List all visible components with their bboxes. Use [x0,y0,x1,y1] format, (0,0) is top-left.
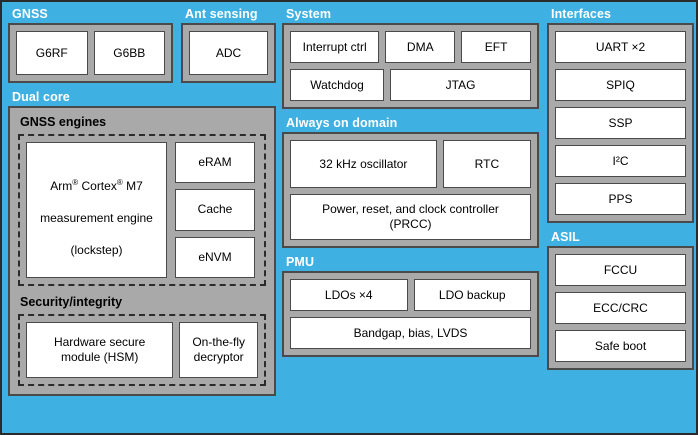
block-uart-x2[interactable]: UART ×2 [555,31,686,63]
section-title-interfaces: Interfaces [551,7,612,21]
block-dma[interactable]: DMA [385,31,456,63]
security-row: Hardware secure module (HSM) On-the-fly … [26,322,258,378]
block-ecc-crc[interactable]: ECC/CRC [555,292,686,324]
block-cortex-m7-measurement-engine[interactable]: Arm® Cortex® M7 measurement engine (lock… [26,142,167,278]
system-row-1: Interrupt ctrl DMA EFT [290,31,531,63]
ant-row: ADC [189,31,268,75]
subgroup-title-security-integrity: Security/integrity [20,295,123,309]
block-jtag[interactable]: JTAG [390,69,531,101]
block-g6rf[interactable]: G6RF [16,31,88,75]
block-interrupt-ctrl[interactable]: Interrupt ctrl [290,31,380,63]
section-title-dual-core: Dual core [12,90,70,104]
block-eft[interactable]: EFT [461,31,531,63]
block-32khz-oscillator[interactable]: 32 kHz oscillator [290,140,437,188]
block-power-reset-clock-controller[interactable]: Power, reset, and clock controller (PRCC… [290,194,531,240]
middle-column: System Interrupt ctrl DMA EFT Watchdog J… [282,6,539,430]
panel-ant-sensing: ADC [181,23,276,83]
block-hardware-secure-module[interactable]: Hardware secure module (HSM) [26,322,174,378]
block-cache[interactable]: Cache [175,189,255,231]
panel-interfaces: UART ×2 SPIQ SSP I²C PPS [547,23,694,223]
section-title-asil: ASIL [551,230,580,244]
section-dual-core: Dual core GNSS engines Arm® Cortex® M7 m… [8,89,276,396]
block-envm[interactable]: eNVM [175,236,255,278]
section-title-ant-sensing: Ant sensing [185,7,258,21]
subgroup-title-gnss-engines: GNSS engines [20,115,107,129]
block-on-the-fly-decryptor[interactable]: On-the-fly decryptor [179,322,258,378]
block-g6bb[interactable]: G6BB [93,31,165,75]
block-bandgap-bias-lvds[interactable]: Bandgap, bias, LVDS [290,317,531,349]
block-ssp[interactable]: SSP [555,107,686,139]
section-title-gnss: GNSS [12,7,48,21]
registered-mark-1: ® [72,178,79,187]
aod-row-2: Power, reset, and clock controller (PRCC… [290,194,531,240]
block-watchdog[interactable]: Watchdog [290,69,385,101]
block-ldo-backup[interactable]: LDO backup [413,279,531,311]
block-adc[interactable]: ADC [189,31,268,75]
block-spiq[interactable]: SPIQ [555,69,686,101]
gnss-row: G6RF G6BB [16,31,165,75]
panel-dual-core: GNSS engines Arm® Cortex® M7 measurement… [8,106,276,396]
section-title-system: System [286,7,332,21]
section-pmu: PMU LDOs ×4 LDO backup Bandgap, bias, LV… [282,254,539,357]
section-title-always-on-domain: Always on domain [286,116,398,130]
block-fccu[interactable]: FCCU [555,254,686,286]
section-system: System Interrupt ctrl DMA EFT Watchdog J… [282,6,539,109]
panel-system: Interrupt ctrl DMA EFT Watchdog JTAG [282,23,539,109]
system-row-2: Watchdog JTAG [290,69,531,101]
section-always-on-domain: Always on domain 32 kHz oscillator RTC P… [282,115,539,248]
gnss-and-ant-group: GNSS G6RF G6BB Ant sensing ADC [8,6,276,89]
left-column: GNSS G6RF G6BB Ant sensing ADC [8,6,276,430]
panel-gnss: G6RF G6BB [8,23,173,83]
section-interfaces: Interfaces UART ×2 SPIQ SSP I²C PPS [547,6,694,223]
aod-row-1: 32 kHz oscillator RTC [290,140,531,188]
block-rtc[interactable]: RTC [442,140,531,188]
block-i2c[interactable]: I²C [555,145,686,177]
pmu-row-1: LDOs ×4 LDO backup [290,279,531,311]
block-ldos-x4[interactable]: LDOs ×4 [290,279,408,311]
section-asil: ASIL FCCU ECC/CRC Safe boot [547,229,694,370]
block-eram[interactable]: eRAM [175,142,255,184]
cpu-label: Arm® Cortex® M7 measurement engine (lock… [40,178,153,258]
block-safe-boot[interactable]: Safe boot [555,330,686,362]
panel-pmu: LDOs ×4 LDO backup Bandgap, bias, LVDS [282,271,539,357]
dashed-group-gnss-engines: Arm® Cortex® M7 measurement engine (lock… [18,134,266,286]
dashed-group-security-integrity: Hardware secure module (HSM) On-the-fly … [18,314,266,386]
section-ant-sensing: Ant sensing ADC [181,6,276,83]
right-column: Interfaces UART ×2 SPIQ SSP I²C PPS ASIL… [547,6,694,430]
pmu-row-2: Bandgap, bias, LVDS [290,317,531,349]
registered-mark-2: ® [116,178,123,187]
panel-asil: FCCU ECC/CRC Safe boot [547,246,694,370]
panel-always-on-domain: 32 kHz oscillator RTC Power, reset, and … [282,132,539,248]
block-pps[interactable]: PPS [555,183,686,215]
section-gnss: GNSS G6RF G6BB [8,6,173,83]
engines-row: Arm® Cortex® M7 measurement engine (lock… [26,142,258,278]
memory-column: eRAM Cache eNVM [175,142,255,278]
section-title-pmu: PMU [286,255,315,269]
